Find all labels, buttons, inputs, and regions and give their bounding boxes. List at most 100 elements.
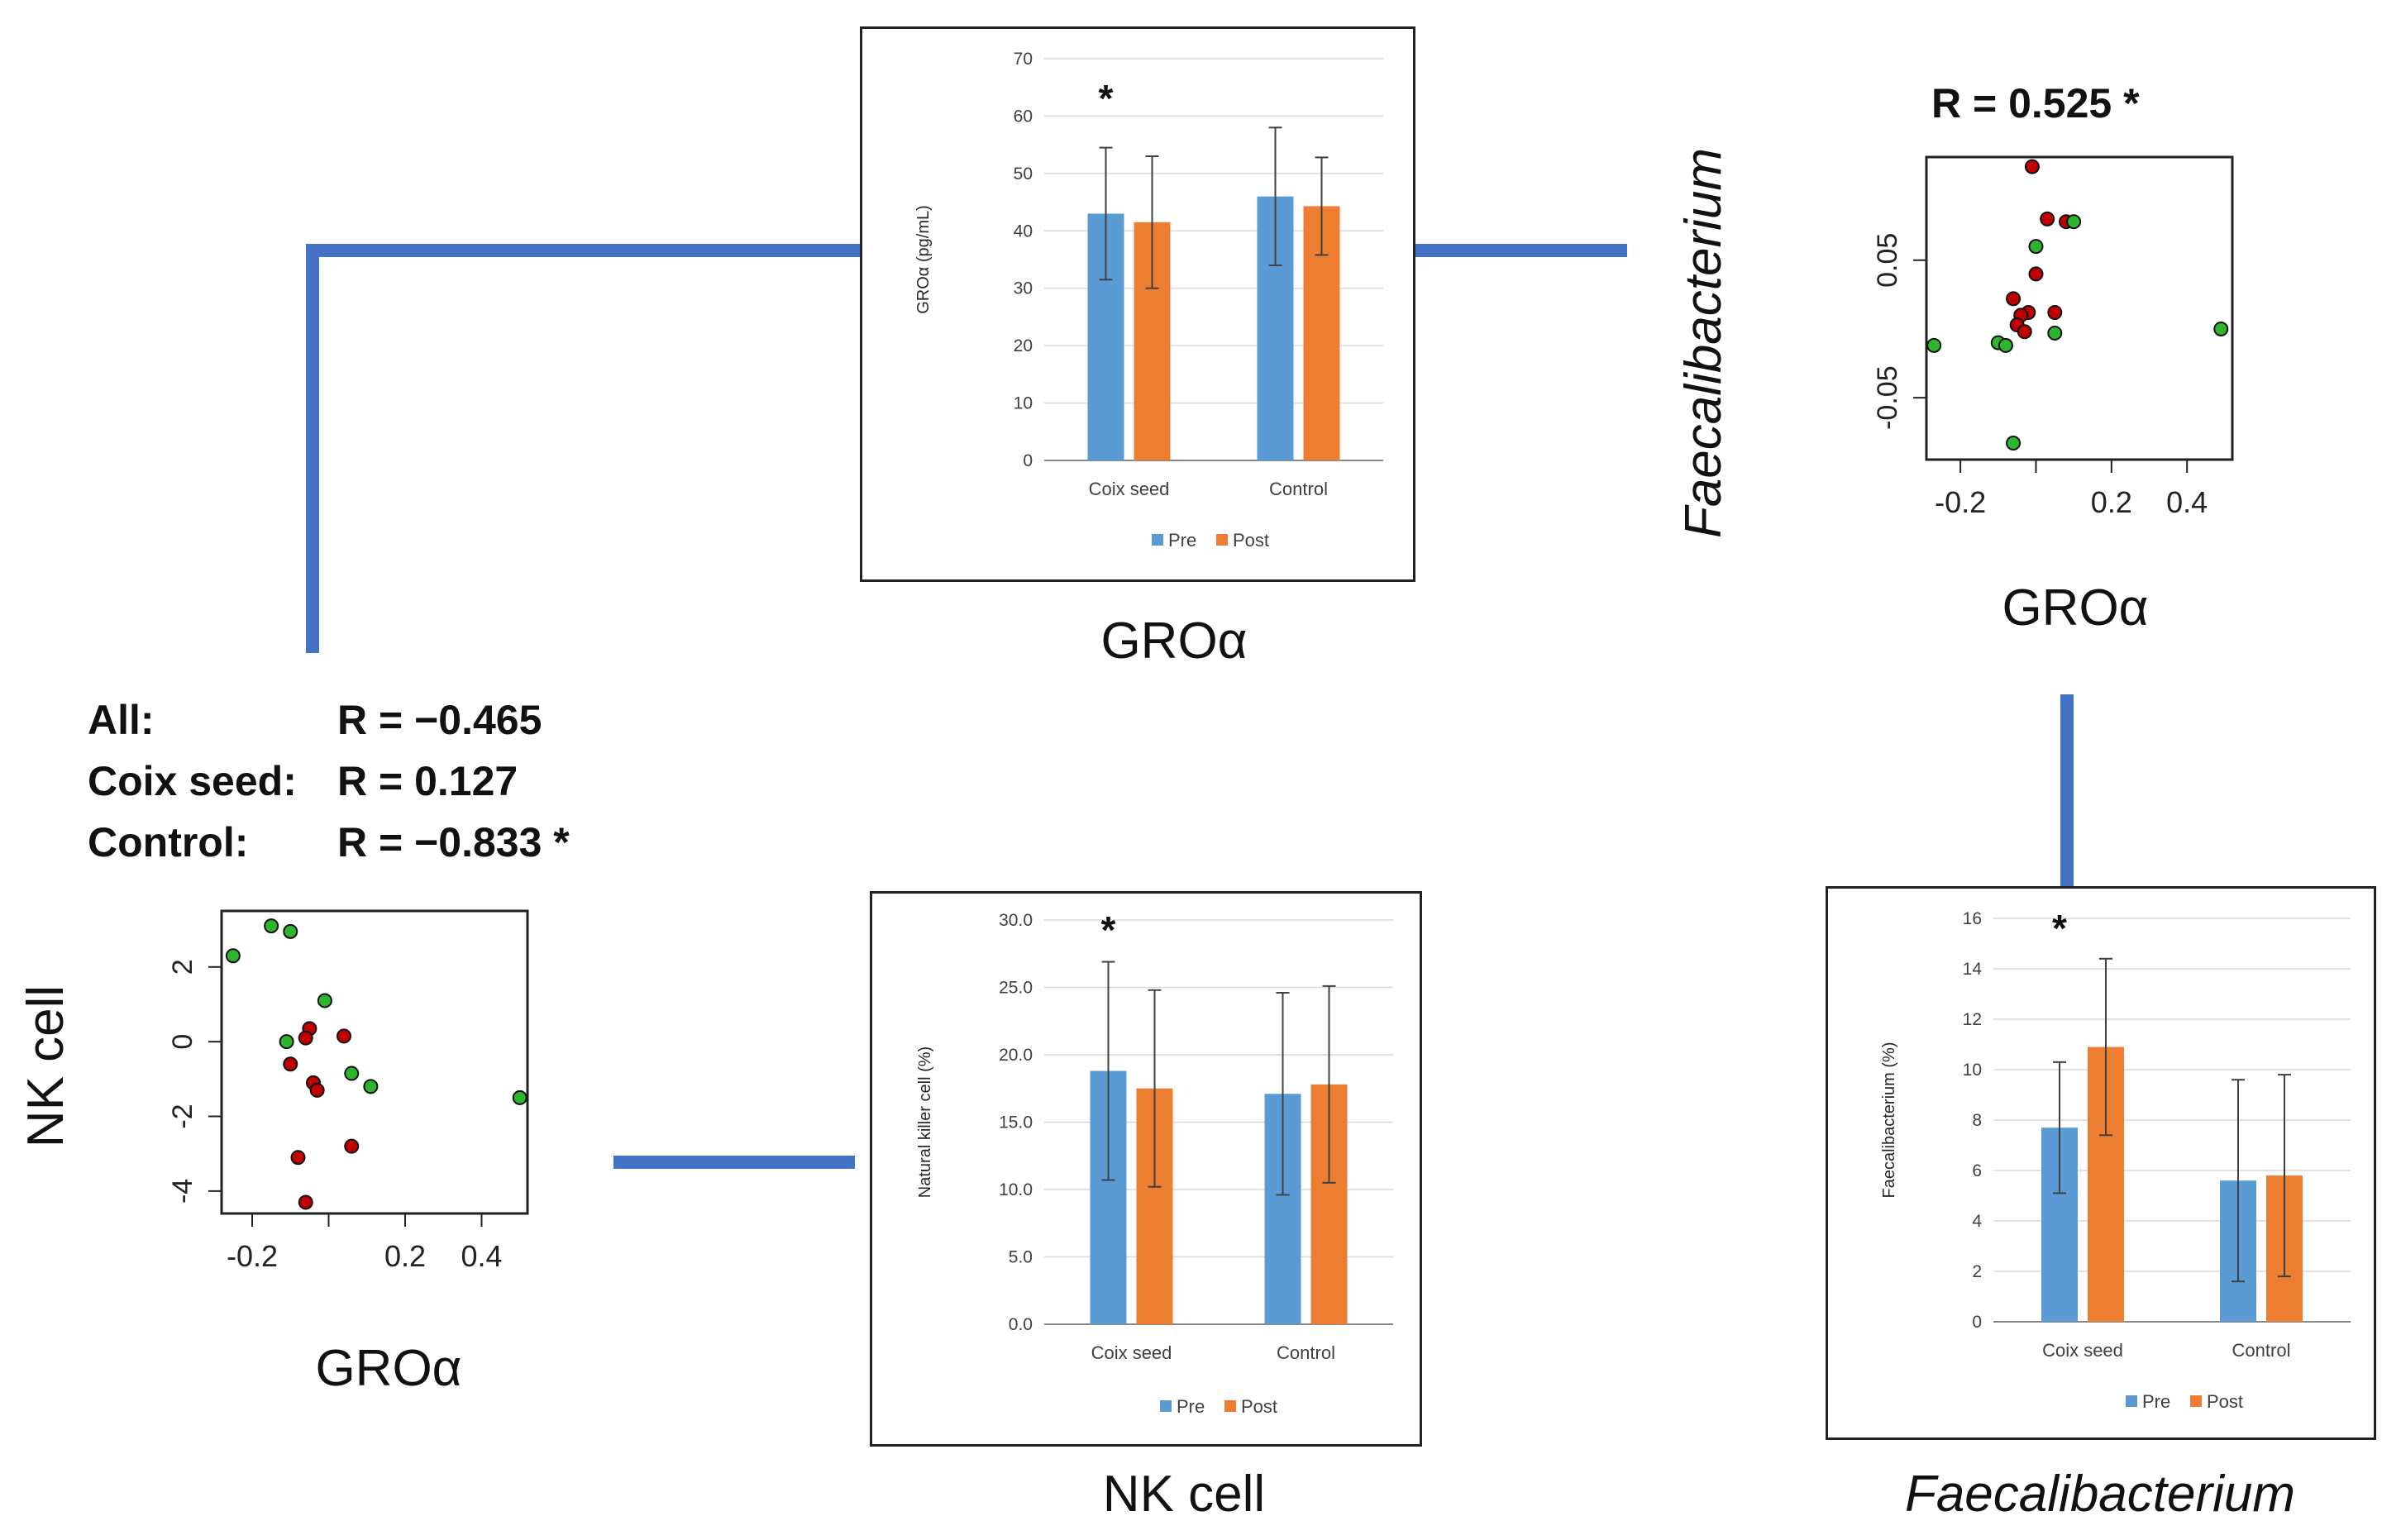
scatter-point	[1926, 337, 1942, 353]
scatter-point	[298, 1030, 313, 1046]
scatter-point	[2040, 211, 2055, 226]
connector-bottom-horizontal	[613, 1156, 855, 1169]
scatter-point	[290, 1150, 306, 1166]
nk-gro-scatter-plot: -0.2 0.2 0.4 -4 -2 0 2	[167, 909, 529, 1273]
scatter-point	[2006, 436, 2022, 451]
y-tick-label: 6	[1972, 1161, 1982, 1180]
y-axis-label: Natural killer cell (%)	[916, 1047, 934, 1198]
y-tick-label: 15.0	[999, 1113, 1033, 1132]
connector-left-horizontal	[306, 244, 860, 257]
scatter-point	[363, 1079, 379, 1094]
legend-swatch	[1152, 534, 1163, 546]
scatter-point	[283, 923, 298, 939]
x-tick-label: 0.2	[2091, 485, 2132, 519]
y-axis-label: Faecalibacterium (%)	[1880, 1042, 1898, 1199]
y-tick-label: 2	[167, 959, 198, 975]
right-scatter-y-label: Faecalibacterium	[1675, 147, 1732, 539]
significance-star: *	[1101, 908, 1116, 951]
scatter-point	[2017, 324, 2032, 340]
y-tick-label: 0.0	[1009, 1315, 1033, 1334]
y-tick-label: 8	[1972, 1111, 1982, 1130]
y-tick-label: 0	[1972, 1313, 1982, 1332]
left-scatter-y-label: NK cell	[17, 985, 74, 1148]
y-tick-label: 30.0	[999, 911, 1033, 930]
y-tick-label: 0	[167, 1034, 198, 1050]
plot-frame	[220, 909, 529, 1215]
y-tick-label: 2	[1972, 1262, 1982, 1281]
y-tick-label: 12	[1963, 1010, 1982, 1029]
legend-label: Pre	[2142, 1391, 2170, 1412]
x-category-label: Coix seed	[1091, 1342, 1172, 1363]
plot-frame	[1925, 155, 2234, 461]
y-tick-label: 40	[1014, 222, 1033, 241]
faec-bar-caption: Faecalibacterium	[1904, 1466, 2296, 1523]
legend-label: Pre	[1168, 530, 1196, 551]
x-category-label: Control	[2232, 1340, 2291, 1361]
stat-control-label: Control:	[88, 819, 249, 865]
stat-coix-value: R = 0.127	[337, 758, 518, 804]
y-tick-label: -2	[167, 1104, 198, 1128]
scatter-point	[264, 918, 279, 934]
x-category-label: Coix seed	[2042, 1340, 2123, 1361]
y-tick-label: 50	[1014, 164, 1033, 184]
significance-star: *	[2052, 907, 2067, 950]
scatter-point	[337, 1028, 351, 1044]
y-tick-label: 5.0	[1009, 1248, 1033, 1267]
y-tick-label: 10.0	[999, 1180, 1033, 1199]
scatter-point	[283, 1056, 298, 1072]
x-category-label: Control	[1269, 479, 1328, 499]
scatter-point	[2213, 321, 2229, 336]
x-tick-label: 0.2	[384, 1239, 426, 1273]
y-tick-label: 20.0	[999, 1046, 1033, 1065]
y-tick-label: 4	[1972, 1212, 1982, 1231]
nk-bar-caption: NK cell	[1102, 1466, 1266, 1523]
y-tick-label: 10	[1963, 1061, 1982, 1080]
scatter-point	[2024, 159, 2040, 174]
connector-left-vertical	[306, 244, 319, 653]
right-scatter-title: R = 0.525 *	[1931, 80, 2140, 126]
right-scatter-x-label: GROα	[2002, 579, 2149, 637]
y-tick-label: 30	[1014, 279, 1033, 298]
scatter-point	[2006, 291, 2022, 307]
x-category-label: Control	[1277, 1342, 1335, 1363]
scatter-point	[2047, 304, 2063, 320]
legend-label: Post	[1241, 1396, 1277, 1417]
y-tick-label: 0	[1023, 451, 1033, 470]
y-tick-label: 14	[1963, 960, 1983, 979]
connector-right-vertical	[2060, 694, 2074, 893]
legend-swatch	[2126, 1395, 2137, 1407]
legend-swatch	[1160, 1400, 1172, 1412]
scatter-point	[225, 948, 241, 964]
scatter-point	[2028, 239, 2044, 255]
scatter-point	[309, 1082, 325, 1098]
y-tick-label: 0.05	[1872, 233, 1903, 288]
scatter-point	[344, 1138, 360, 1154]
left-scatter-x-label: GROα	[315, 1340, 462, 1397]
stat-control-value: R = −0.833 *	[337, 819, 570, 865]
x-tick-label: -0.2	[1935, 485, 1986, 519]
scatter-point	[2028, 266, 2044, 282]
x-tick-label: 0.4	[461, 1239, 502, 1273]
stat-all-label: All:	[88, 697, 155, 743]
scatter-point	[2066, 214, 2082, 230]
legend-label: Post	[1233, 530, 1269, 551]
x-tick-label: 0.4	[2166, 485, 2208, 519]
legend-label: Pre	[1177, 1396, 1205, 1417]
x-category-label: Coix seed	[1089, 479, 1170, 499]
x-tick-label: -0.2	[227, 1239, 278, 1273]
y-tick-label: 16	[1963, 909, 1982, 928]
legend-swatch	[1224, 1400, 1236, 1412]
y-tick-label: -4	[167, 1179, 198, 1204]
y-tick-label: 25.0	[999, 979, 1033, 998]
scatter-point	[2047, 325, 2063, 341]
scatter-point	[512, 1089, 527, 1105]
y-axis-label: GROα (pg/mL)	[914, 205, 933, 314]
y-tick-label: 10	[1014, 394, 1033, 413]
stat-coix-label: Coix seed:	[88, 758, 297, 804]
